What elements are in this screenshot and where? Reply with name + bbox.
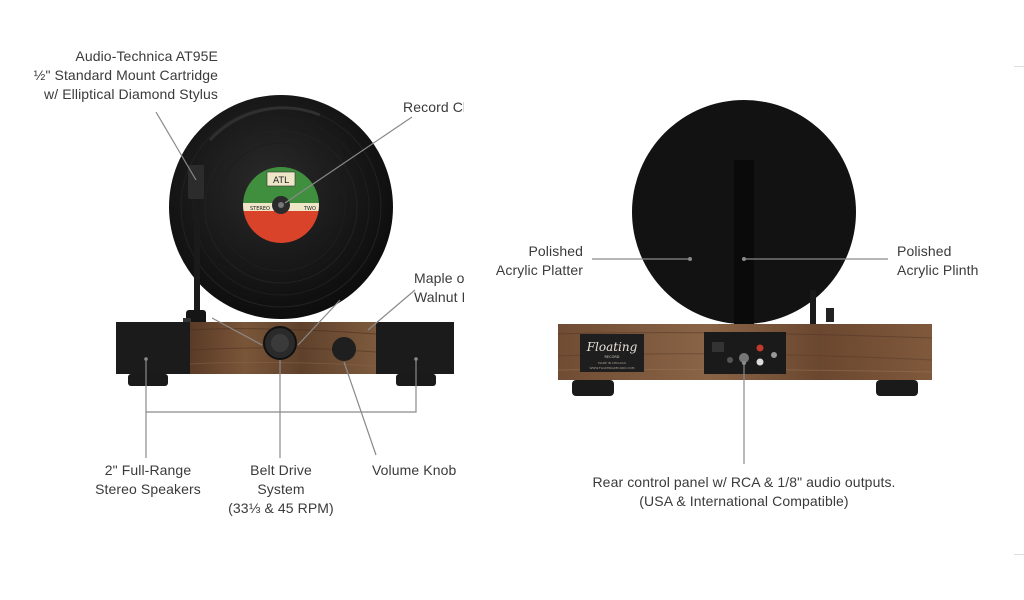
volume-knob: [332, 337, 356, 361]
platter-label: Polished Acrylic Platter: [495, 243, 583, 278]
right-speaker-grille: [376, 322, 454, 374]
power-switch: [712, 342, 724, 352]
maple-walnut-label: Maple o Walnut B: [414, 270, 464, 305]
record-side-text: TWO: [303, 206, 316, 212]
rca-left: [756, 358, 764, 366]
belt-drive-label: Belt Drive System (33⅓ & 45 RPM): [228, 462, 334, 516]
rear-leader-lines: [592, 257, 888, 464]
brand-badge: [580, 334, 644, 372]
brand-sub: RECORD: [605, 355, 620, 359]
volume-knob-label: Volume Knob: [372, 462, 457, 478]
brand-fine-1: MADE IN CHICAGO: [598, 361, 627, 365]
front-view: ATL STEREO TWO: [0, 0, 464, 600]
aux-jack: [739, 353, 749, 363]
front-leader-lines: [144, 111, 418, 458]
plinth-label: Polished Acrylic Plinth: [897, 243, 979, 278]
record-logo-text: ATL: [273, 176, 289, 186]
edge-divider-top: [1014, 66, 1024, 67]
left-speaker-grille: [116, 322, 190, 374]
control-panel-label: Rear control panel w/ RCA & 1/8" audio o…: [592, 474, 896, 509]
edge-divider-bottom: [1014, 554, 1024, 555]
brand-name: Floating: [586, 340, 638, 354]
cartridge-label: Audio-Technica AT95E ½" Standard Mount C…: [33, 48, 218, 102]
record-clamp-label: Record Cl: [403, 99, 464, 115]
front-plinth: [116, 322, 454, 386]
brand-fine-2: WWW.FLOATINGRECORD.COM: [589, 366, 634, 370]
record-stereo-text: STEREO: [250, 206, 270, 212]
front-turntable-illustration: ATL STEREO TWO: [116, 95, 454, 458]
speakers-label: 2" Full-Range Stereo Speakers: [95, 462, 201, 497]
rca-right: [756, 344, 764, 352]
acrylic-plinth: [734, 160, 754, 326]
